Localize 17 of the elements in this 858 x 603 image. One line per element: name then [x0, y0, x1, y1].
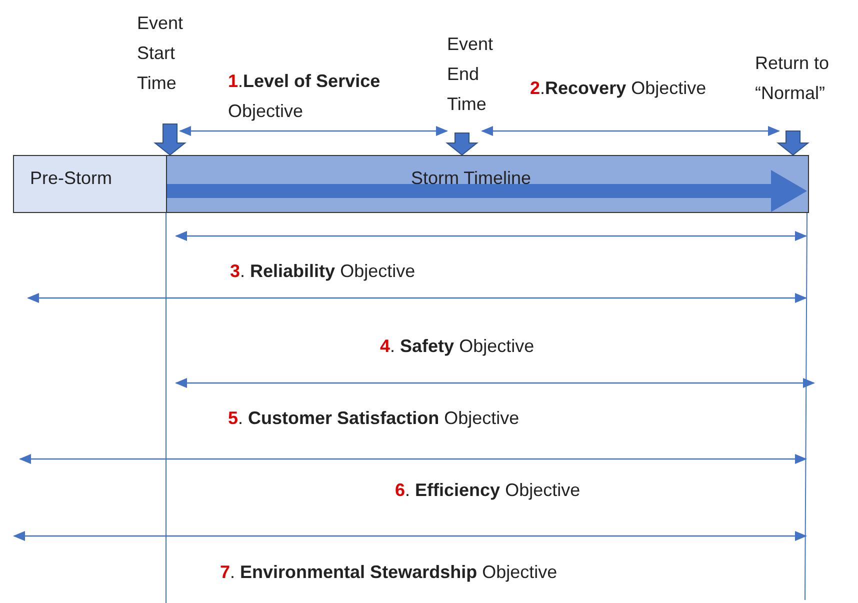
block-arrow — [446, 132, 478, 156]
objective-label: 5. Customer Satisfaction Objective — [228, 407, 520, 430]
objective-label: 4. Safety Objective — [380, 335, 534, 358]
timeline-label: Storm Timeline — [411, 168, 532, 189]
event-label: Event End Time — [447, 29, 517, 119]
objective-label: 2.Recovery Objective — [530, 77, 706, 100]
objective-label: 6. Efficiency Objective — [395, 479, 580, 502]
phase-box — [13, 155, 167, 213]
event-label: Event Start Time — [137, 8, 207, 98]
block-arrow — [154, 124, 186, 156]
objective-label: 3. Reliability Objective — [230, 260, 416, 283]
objective-label: 1.Level of Service Objective — [228, 70, 382, 123]
event-label: Return to “Normal” — [755, 48, 855, 108]
phase-label: Pre-Storm — [30, 168, 112, 189]
timeline-bar — [166, 155, 809, 213]
objective-label: 7. Environmental Stewardship Objective — [220, 561, 558, 584]
block-arrow — [776, 130, 810, 156]
